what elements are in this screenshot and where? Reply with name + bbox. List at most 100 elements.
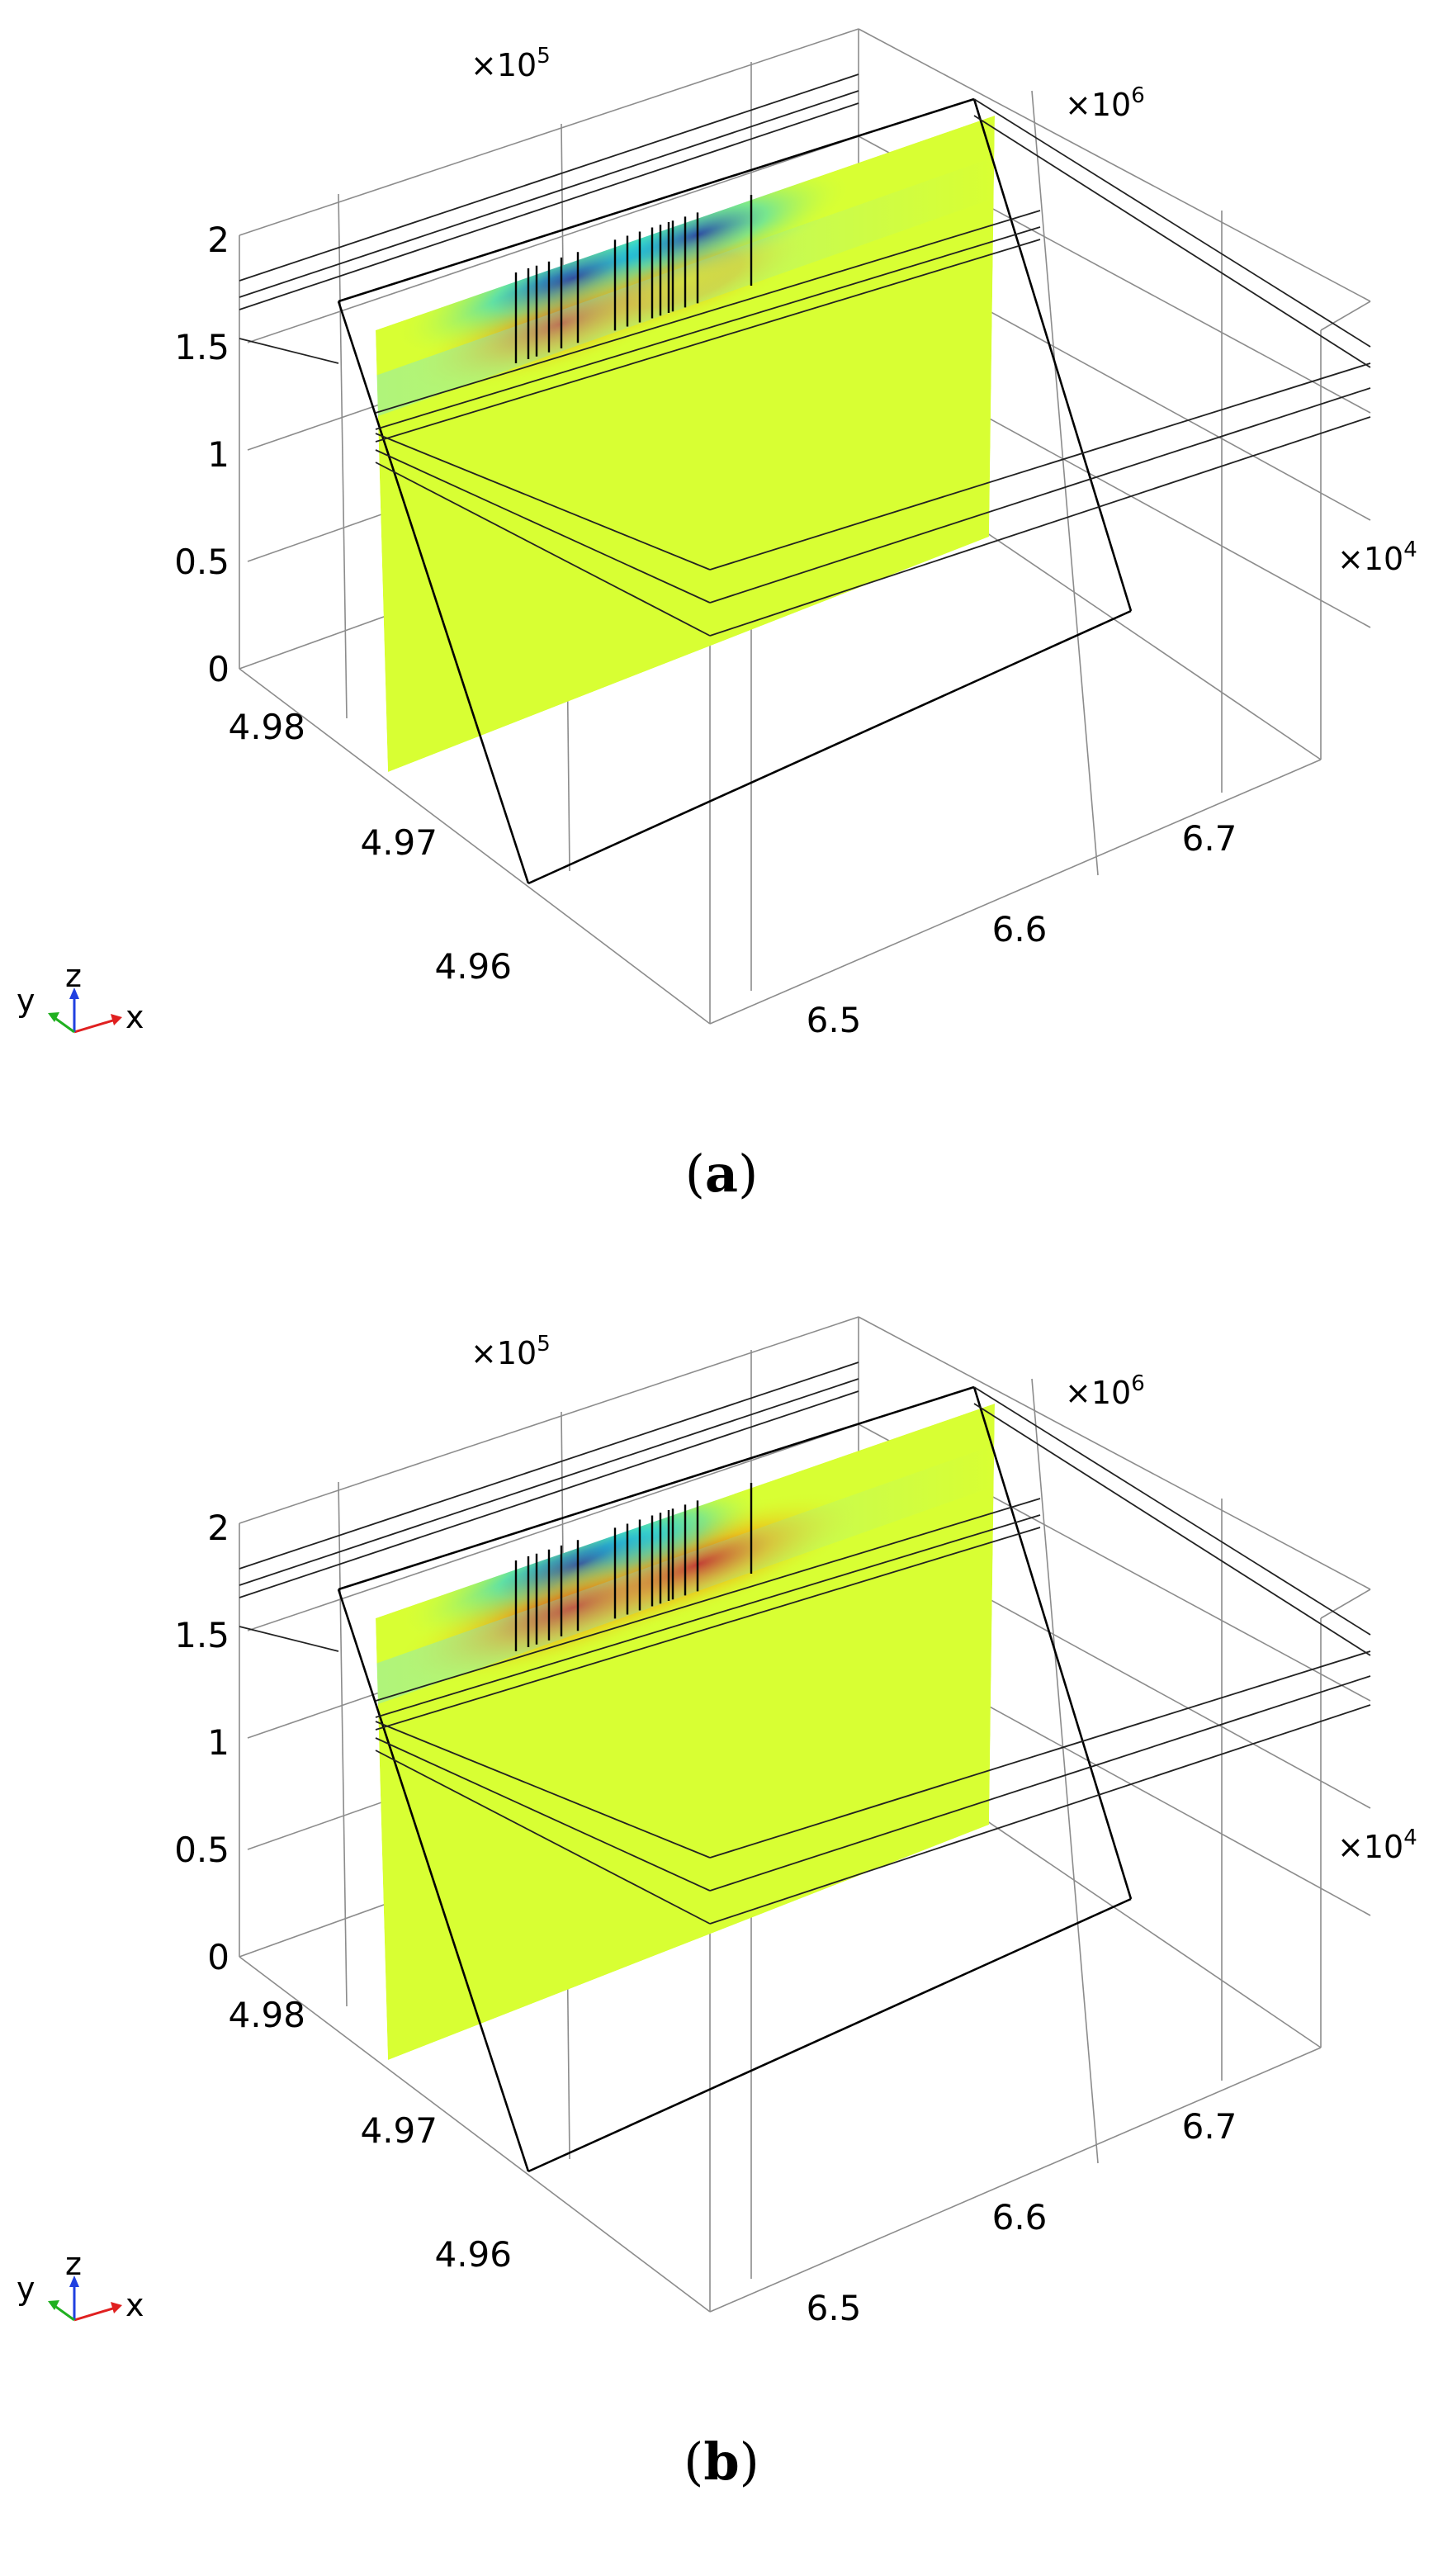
layer-boundary: [375, 449, 711, 604]
triad-x-arrow: [73, 1018, 116, 1034]
x-tick-label: 6.6: [992, 2197, 1048, 2237]
y-tick-label: 4.98: [228, 707, 305, 747]
anomaly-negative: [540, 1483, 769, 1593]
grid-line: [709, 759, 1322, 1025]
triad-x-head: [111, 2302, 122, 2313]
model-edge: [337, 301, 530, 884]
triad-y-arrow: [53, 1016, 75, 1034]
triad-y-head: [48, 2300, 59, 2310]
model-edge: [972, 98, 1133, 612]
y-tick-label: 4.96: [434, 946, 512, 987]
caption-b: (b): [684, 2432, 759, 2492]
grid-line: [239, 1956, 711, 2313]
layer-boundary: [709, 387, 1371, 604]
x-tick-label: 6.5: [807, 1000, 862, 1040]
grid-line: [338, 1481, 348, 2007]
layer-boundary: [375, 1498, 1041, 1702]
model-edge: [972, 1386, 1133, 1900]
plot-a: 00.511.524.964.974.986.56.66.7×105×106×1…: [17, 28, 1417, 1040]
x-tick-label: 6.7: [1182, 818, 1237, 859]
model-edge: [338, 97, 975, 303]
layer-boundary: [239, 1378, 859, 1586]
boreholes: [514, 194, 753, 363]
z-tick-label: 0.5: [174, 1830, 229, 1870]
heatmap-plane: [376, 116, 995, 772]
triad-z-label: z: [65, 2246, 82, 2282]
model-outline: [239, 73, 1371, 885]
z-tick-label: 1.5: [174, 327, 229, 367]
layer-boundary: [239, 1361, 859, 1570]
z-tick-label: 1.5: [174, 1615, 229, 1655]
layer-boundary: [375, 433, 711, 571]
z-axis-multiplier: ×104: [1337, 537, 1417, 577]
z-tick-label: 2: [207, 220, 229, 260]
layer-boundary: [375, 462, 711, 637]
layer-boundary: [709, 1704, 1371, 1925]
z-tick-label: 1: [207, 434, 229, 475]
layer-boundary: [973, 98, 1371, 348]
triad-y-arrow: [53, 2304, 75, 2322]
y-axis-multiplier: ×106: [1065, 1371, 1145, 1411]
caption-a: (a): [684, 1144, 759, 1204]
model-outline: [239, 1361, 1371, 2173]
layer-boundary: [375, 1750, 711, 1925]
x-tick-label: 6.6: [992, 909, 1048, 949]
boreholes: [514, 1482, 753, 1651]
triad-z-head: [69, 987, 79, 999]
grid-line: [858, 28, 1371, 302]
triad-x-head: [111, 1014, 122, 1025]
z-tick-label: 0: [207, 649, 229, 689]
layer-boundary: [709, 1650, 1371, 1859]
model-edge: [338, 1385, 975, 1591]
layer-boundary: [375, 1514, 1041, 1718]
layer-boundary: [375, 1737, 711, 1892]
triad-y-head: [48, 1012, 59, 1022]
layer-boundary: [709, 1675, 1371, 1892]
grid-line: [1031, 90, 1099, 876]
axis-triad: xyz: [17, 2246, 144, 2323]
y-tick-label: 4.98: [228, 1995, 305, 2035]
model-edge: [337, 1589, 530, 2172]
model-edge: [528, 1897, 1132, 2173]
grid-line: [1031, 1378, 1099, 2164]
x-tick-label: 6.5: [807, 2288, 862, 2328]
z-tick-label: 1: [207, 1722, 229, 1763]
grid-line: [247, 135, 859, 343]
plot-b: 00.511.524.964.974.986.56.66.7×105×106×1…: [17, 1316, 1417, 2328]
grid-line: [709, 2047, 1322, 2313]
grid-line: [239, 668, 711, 1025]
triad-z-label: z: [65, 958, 82, 994]
z-axis-multiplier: ×104: [1337, 1825, 1417, 1865]
layer-boundary: [239, 1390, 859, 1598]
layer-boundary: [239, 102, 859, 310]
layer-boundary: [709, 362, 1371, 571]
layer-boundary: [973, 1386, 1371, 1636]
layer-boundary: [973, 1403, 1371, 1656]
layer-boundary: [973, 115, 1371, 368]
grid-line: [338, 193, 348, 719]
layer-boundary: [239, 338, 339, 364]
y-axis-multiplier: ×106: [1065, 83, 1145, 123]
heatmap-plane: [376, 1404, 995, 2060]
layer-boundary: [239, 73, 859, 282]
layer-boundary: [239, 90, 859, 298]
layer-boundary: [375, 239, 1041, 443]
grid-line: [1320, 301, 1371, 331]
y-tick-label: 4.97: [360, 822, 438, 863]
layer-boundary: [375, 210, 1041, 414]
grid-line: [858, 1316, 1371, 1590]
y-tick-label: 4.97: [360, 2110, 438, 2151]
x-axis-multiplier: ×105: [471, 1332, 551, 1371]
layer-boundary: [375, 1721, 711, 1859]
grid-line: [1320, 1589, 1371, 1619]
z-tick-label: 2: [207, 1508, 229, 1548]
layer-boundary: [709, 416, 1371, 637]
grid-line: [247, 1423, 859, 1631]
triad-y-label: y: [17, 2271, 35, 2307]
grid-line: [239, 1316, 859, 1524]
triad-x-arrow: [73, 2306, 116, 2322]
triad-y-label: y: [17, 983, 35, 1019]
triad-z-head: [69, 2275, 79, 2287]
